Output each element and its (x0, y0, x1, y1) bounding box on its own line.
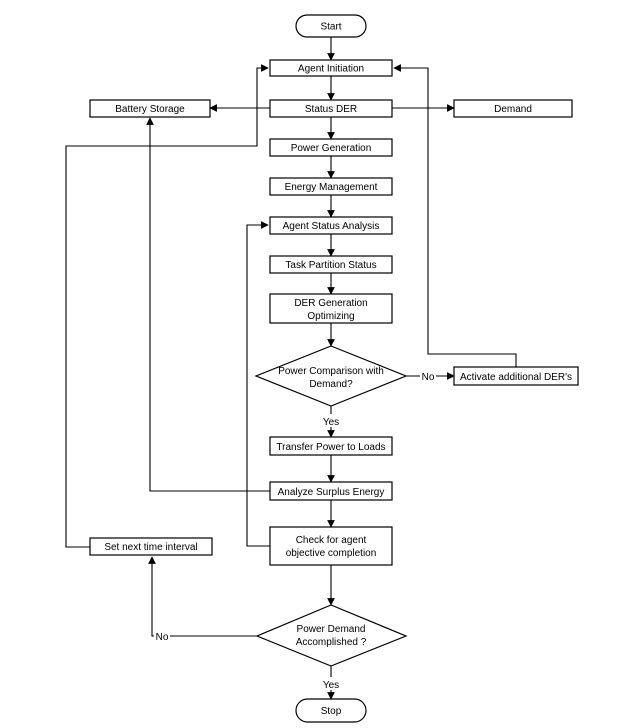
set-next-interval-node: Set next time interval (89, 537, 213, 556)
label-accomplished-yes: Yes (323, 680, 339, 691)
edge-check-to-analysis (246, 221, 270, 547)
battery-storage-label: Battery Storage (115, 104, 185, 115)
start-node: Start (295, 14, 367, 38)
analyze-surplus-node: Analyze Surplus Energy (269, 481, 393, 501)
status-der-label: Status DER (305, 104, 357, 115)
activate-additional-ders-node: Activate additional DER's (453, 366, 579, 386)
label-comparison-no: No (422, 372, 435, 383)
der-generation-optimizing-node: DER Generation Optimizing (269, 293, 393, 324)
edge-next-interval-to-initiation (65, 64, 269, 548)
power-demand-accomplished-decision: Power Demand Accomplished ? (255, 604, 408, 667)
label-accomplished-no: No (156, 632, 169, 643)
power-demand-label-line2: Accomplished ? (296, 637, 367, 648)
edge-accomplished-no (148, 556, 257, 637)
demand-label: Demand (494, 104, 532, 115)
power-generation-label: Power Generation (291, 143, 372, 154)
transfer-power-label: Transfer Power to Loads (276, 442, 385, 453)
der-generation-label-line2: Optimizing (307, 311, 354, 322)
battery-storage-node: Battery Storage (89, 99, 211, 118)
activate-additional-ders-label: Activate additional DER's (460, 372, 572, 383)
demand-node: Demand (453, 99, 573, 118)
stop-node: Stop (295, 698, 367, 723)
agent-status-analysis-node: Agent Status Analysis (269, 216, 393, 235)
task-partition-status-node: Task Partition Status (269, 255, 393, 274)
edge-labels: No Yes No Yes (154, 369, 436, 691)
edge-activate-to-initiation (393, 64, 517, 367)
set-next-interval-label: Set next time interval (104, 542, 197, 553)
analyze-surplus-label: Analyze Surplus Energy (278, 487, 385, 498)
task-partition-status-label: Task Partition Status (285, 260, 376, 271)
agent-status-analysis-label: Agent Status Analysis (283, 221, 380, 232)
agent-initiation-label: Agent Initiation (298, 64, 364, 75)
start-label: Start (320, 22, 341, 33)
transfer-power-node: Transfer Power to Loads (269, 436, 393, 456)
energy-management-node: Energy Management (269, 177, 393, 196)
stop-label: Stop (321, 706, 342, 717)
power-comparison-decision: Power Comparison with Demand? (254, 345, 408, 407)
check-agent-label-line1: Check for agent (296, 535, 367, 546)
status-der-node: Status DER (269, 99, 393, 118)
power-demand-label-line1: Power Demand (297, 624, 366, 635)
power-comparison-label-line1: Power Comparison with (278, 366, 384, 377)
check-agent-objective-node: Check for agent objective completion (269, 526, 393, 566)
der-generation-label-line1: DER Generation (294, 298, 367, 309)
power-comparison-label-line2: Demand? (309, 379, 353, 390)
agent-initiation-node: Agent Initiation (269, 59, 393, 77)
check-agent-label-line2: objective completion (286, 548, 377, 559)
power-generation-node: Power Generation (269, 138, 393, 157)
label-comparison-yes: Yes (323, 417, 339, 428)
energy-management-label: Energy Management (285, 182, 378, 193)
edge-surplus-to-battery (146, 117, 270, 492)
